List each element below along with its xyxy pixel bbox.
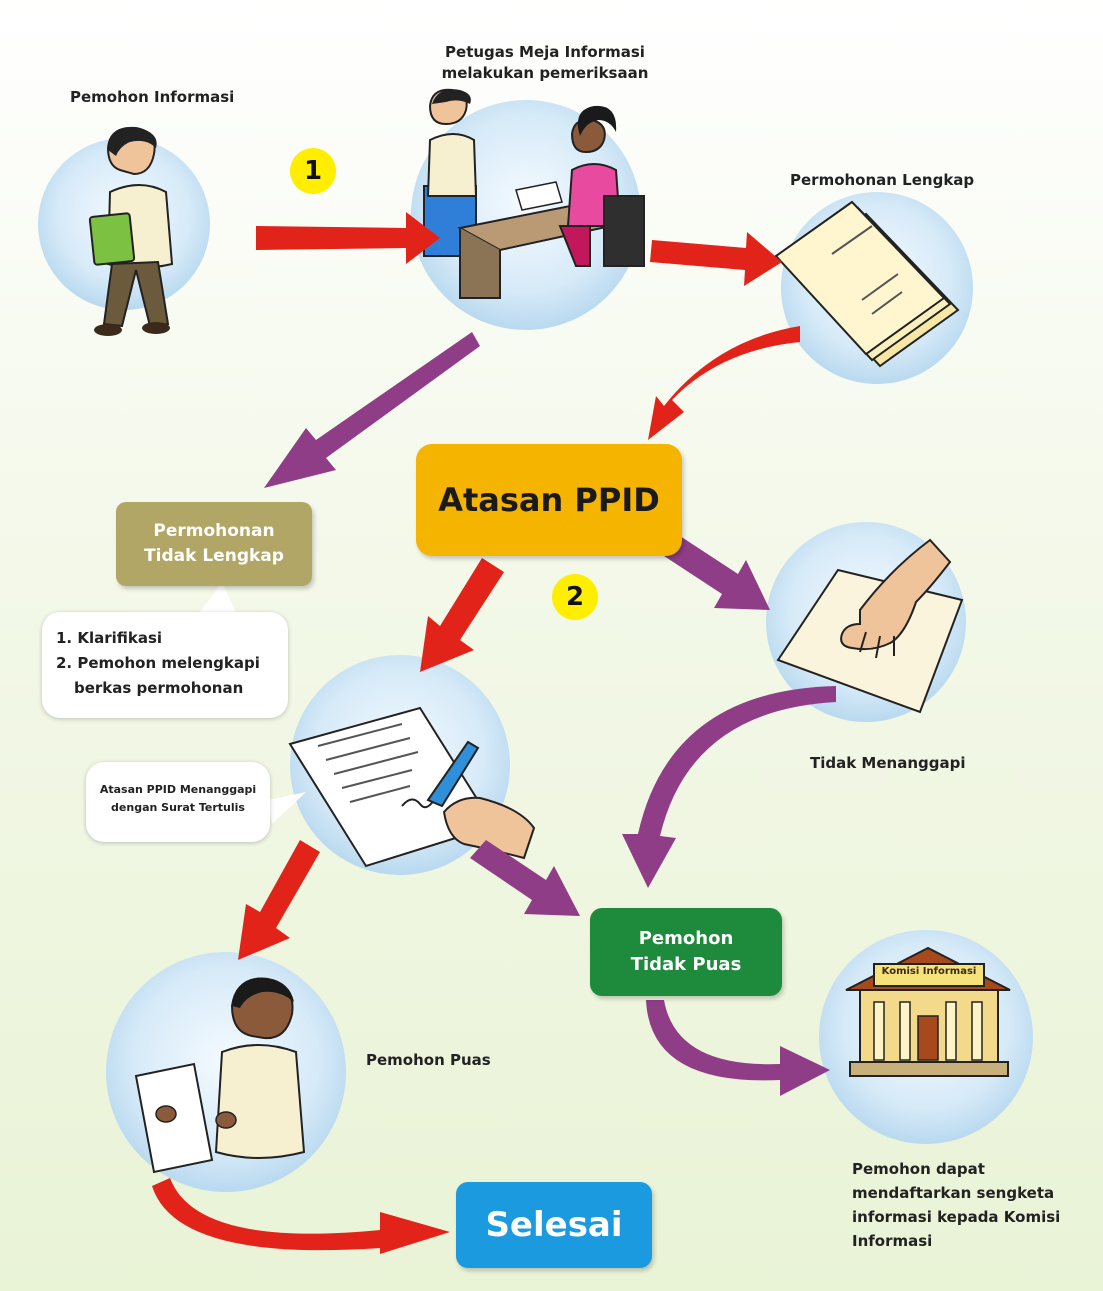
selesai-box: Selesai — [456, 1182, 652, 1268]
klarifikasi-item-1: 1. Klarifikasi — [56, 629, 163, 647]
arrow-tidak-menanggapi-to-tidak-puas — [622, 686, 836, 888]
menanggapi-line1: Atasan PPID Menanggapi — [99, 783, 257, 796]
step-badge-1: 1 — [290, 148, 336, 194]
menanggapi-line2: dengan Surat Tertulis — [111, 801, 245, 814]
arrow-petugas-to-tidak-lengkap — [264, 332, 480, 488]
tidak-puas-box: Pemohon Tidak Puas — [590, 908, 782, 996]
label-petugas-line2: melakukan pemeriksaan — [441, 64, 649, 82]
label-petugas: Petugas Meja Informasi melakukan pemerik… — [420, 42, 670, 84]
tidak-lengkap-line1: Permohonan — [153, 521, 275, 541]
bubble-tail-menanggapi — [268, 792, 306, 824]
sengketa-line2: mendaftarkan sengketa — [852, 1184, 1055, 1202]
arrow-atasan-to-menanggapi — [420, 558, 504, 672]
label-pemohon-puas: Pemohon Puas — [366, 1051, 491, 1069]
klarifikasi-item-3: berkas permohonan — [74, 679, 244, 697]
komisi-building-icon — [845, 946, 1011, 1077]
label-permohonan-lengkap: Permohonan Lengkap — [790, 171, 975, 189]
signing-letter-icon — [288, 706, 536, 868]
klarifikasi-item-2: 2. Pemohon melengkapi — [56, 654, 260, 672]
document-stack-icon — [774, 200, 960, 368]
label-sengketa: Pemohon dapat mendaftarkan sengketa info… — [852, 1157, 1060, 1253]
bubble-tail-klarifikasi — [200, 582, 236, 612]
tidak-lengkap-box: Permohonan Tidak Lengkap — [116, 502, 312, 586]
sengketa-line3: informasi kepada Komisi — [852, 1208, 1061, 1226]
label-petugas-line1: Petugas Meja Informasi — [445, 43, 645, 61]
arrow-tidak-puas-to-komisi — [646, 1000, 830, 1096]
sengketa-line1: Pemohon dapat — [852, 1160, 985, 1178]
arrow-atasan-to-tidak-menanggapi — [664, 536, 770, 610]
komisi-sign: Komisi Informasi — [881, 966, 977, 977]
person-reading-icon — [134, 977, 306, 1174]
person-walking-icon — [88, 126, 174, 336]
atasan-ppid-label: Atasan PPID — [438, 481, 660, 519]
atasan-ppid-box: Atasan PPID — [416, 444, 682, 556]
label-tidak-menanggapi: Tidak Menanggapi — [810, 754, 966, 772]
arrow-menanggapi-to-puas — [238, 840, 320, 960]
step-badge-2: 2 — [552, 574, 598, 620]
tidak-lengkap-line2: Tidak Lengkap — [144, 546, 284, 566]
arrow-menanggapi-to-tidak-puas — [470, 840, 580, 916]
desk-meeting-icon — [423, 88, 645, 299]
sengketa-line4: Informasi — [852, 1232, 933, 1250]
arrow-pemohon-to-petugas — [256, 212, 440, 264]
arrow-puas-to-selesai — [152, 1178, 450, 1254]
selesai-label: Selesai — [485, 1205, 623, 1245]
menanggapi-bubble: Atasan PPID Menanggapi dengan Surat Tert… — [86, 762, 270, 842]
klarifikasi-bubble: 1. Klarifikasi 2. Pemohon melengkapi ber… — [42, 612, 288, 718]
tidak-puas-line2: Tidak Puas — [630, 954, 742, 975]
arrow-petugas-to-lengkap — [650, 232, 782, 286]
hand-on-paper-icon — [776, 538, 964, 714]
tidak-puas-line1: Pemohon — [638, 928, 734, 949]
arrow-lengkap-to-atasan — [648, 326, 800, 440]
label-pemohon-informasi: Pemohon Informasi — [70, 88, 235, 106]
